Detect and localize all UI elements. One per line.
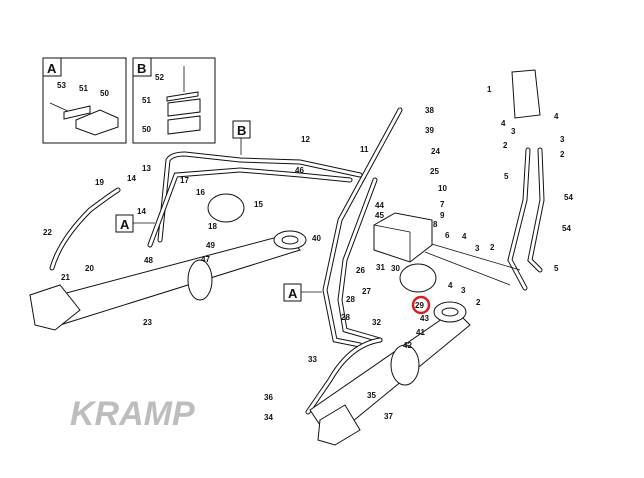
label-50: 50 xyxy=(100,89,109,98)
watermark: KRAMP xyxy=(70,395,195,433)
label-15[interactable]: 15 xyxy=(254,200,263,209)
label-36[interactable]: 36 xyxy=(264,393,273,402)
label-49[interactable]: 49 xyxy=(206,241,215,250)
label-3[interactable]: 3 xyxy=(461,286,466,295)
label-34[interactable]: 34 xyxy=(264,413,273,422)
label-28[interactable]: 28 xyxy=(346,295,355,304)
label-7[interactable]: 7 xyxy=(440,200,445,209)
label-33[interactable]: 33 xyxy=(308,355,317,364)
valve-block-6 xyxy=(373,212,433,263)
label-39[interactable]: 39 xyxy=(425,126,434,135)
label-41[interactable]: 41 xyxy=(416,328,425,337)
label-54[interactable]: 54 xyxy=(562,224,571,233)
label-27[interactable]: 27 xyxy=(362,287,371,296)
label-45[interactable]: 45 xyxy=(375,211,384,220)
label-2[interactable]: 2 xyxy=(503,141,508,150)
label-17[interactable]: 17 xyxy=(180,176,189,185)
label-28[interactable]: 28 xyxy=(341,313,350,322)
cylinder-23 xyxy=(29,230,307,331)
label-14[interactable]: 14 xyxy=(137,207,146,216)
label-22[interactable]: 22 xyxy=(43,228,52,237)
cylinder-37 xyxy=(309,301,471,446)
label-1[interactable]: 1 xyxy=(487,85,492,94)
label-2[interactable]: 2 xyxy=(490,243,495,252)
label-50: 50 xyxy=(142,125,151,134)
svg-text:B: B xyxy=(237,123,246,138)
label-4[interactable]: 4 xyxy=(448,281,453,290)
callout-b: B xyxy=(232,120,251,155)
label-3[interactable]: 3 xyxy=(475,244,480,253)
label-10[interactable]: 10 xyxy=(438,184,447,193)
pipes xyxy=(49,107,545,415)
label-42[interactable]: 42 xyxy=(403,341,412,350)
label-43[interactable]: 43 xyxy=(420,314,429,323)
label-5[interactable]: 5 xyxy=(504,172,509,181)
accumulator-29 xyxy=(399,263,437,293)
label-19[interactable]: 19 xyxy=(95,178,104,187)
label-35[interactable]: 35 xyxy=(367,391,376,400)
label-18[interactable]: 18 xyxy=(208,222,217,231)
part-labels: 12 46 13 14 14 19 17 16 15 18 49 48 47 2… xyxy=(43,85,573,422)
label-14[interactable]: 14 xyxy=(127,174,136,183)
svg-text:A: A xyxy=(120,217,130,232)
label-3[interactable]: 3 xyxy=(511,127,516,136)
control-valve-1 xyxy=(511,69,541,119)
label-51: 51 xyxy=(79,84,88,93)
label-4[interactable]: 4 xyxy=(501,119,506,128)
label-40[interactable]: 40 xyxy=(312,234,321,243)
callout-a-1: A xyxy=(115,214,155,233)
label-44[interactable]: 44 xyxy=(375,201,384,210)
label-37[interactable]: 37 xyxy=(384,412,393,421)
label-24[interactable]: 24 xyxy=(431,147,440,156)
label-23[interactable]: 23 xyxy=(143,318,152,327)
label-6[interactable]: 6 xyxy=(445,231,450,240)
label-16[interactable]: 16 xyxy=(196,188,205,197)
label-2[interactable]: 2 xyxy=(560,150,565,159)
label-13[interactable]: 13 xyxy=(142,164,151,173)
label-32[interactable]: 32 xyxy=(372,318,381,327)
label-38[interactable]: 38 xyxy=(425,106,434,115)
label-9[interactable]: 9 xyxy=(440,211,445,220)
label-20[interactable]: 20 xyxy=(85,264,94,273)
label-2[interactable]: 2 xyxy=(476,298,481,307)
label-48[interactable]: 48 xyxy=(144,256,153,265)
label-30[interactable]: 30 xyxy=(391,264,400,273)
label-46[interactable]: 46 xyxy=(295,166,304,175)
label-29-highlighted[interactable]: 29 xyxy=(415,301,424,310)
svg-text:A: A xyxy=(288,286,298,301)
detail-box-a: A 53 51 50 xyxy=(42,57,127,144)
label-21[interactable]: 21 xyxy=(61,273,70,282)
label-11[interactable]: 11 xyxy=(360,145,369,154)
callout-a-2: A xyxy=(283,283,322,302)
label-4[interactable]: 4 xyxy=(462,232,467,241)
detail-b-title: B xyxy=(137,61,146,76)
label-26[interactable]: 26 xyxy=(356,266,365,275)
accumulator-15 xyxy=(207,193,245,223)
label-12[interactable]: 12 xyxy=(301,135,310,144)
detail-a-title: A xyxy=(47,61,57,76)
label-53: 53 xyxy=(57,81,66,90)
label-47[interactable]: 47 xyxy=(201,255,210,264)
label-54[interactable]: 54 xyxy=(564,193,573,202)
label-31[interactable]: 31 xyxy=(376,263,385,272)
label-52: 52 xyxy=(155,73,164,82)
label-5[interactable]: 5 xyxy=(554,264,559,273)
label-4[interactable]: 4 xyxy=(554,112,559,121)
label-3[interactable]: 3 xyxy=(560,135,565,144)
detail-box-b: B 52 51 50 xyxy=(132,57,216,144)
watermark-text: KRAMP xyxy=(70,395,195,433)
label-25[interactable]: 25 xyxy=(430,167,439,176)
label-51: 51 xyxy=(142,96,151,105)
highlight-ring xyxy=(411,295,431,315)
label-8[interactable]: 8 xyxy=(433,220,438,229)
